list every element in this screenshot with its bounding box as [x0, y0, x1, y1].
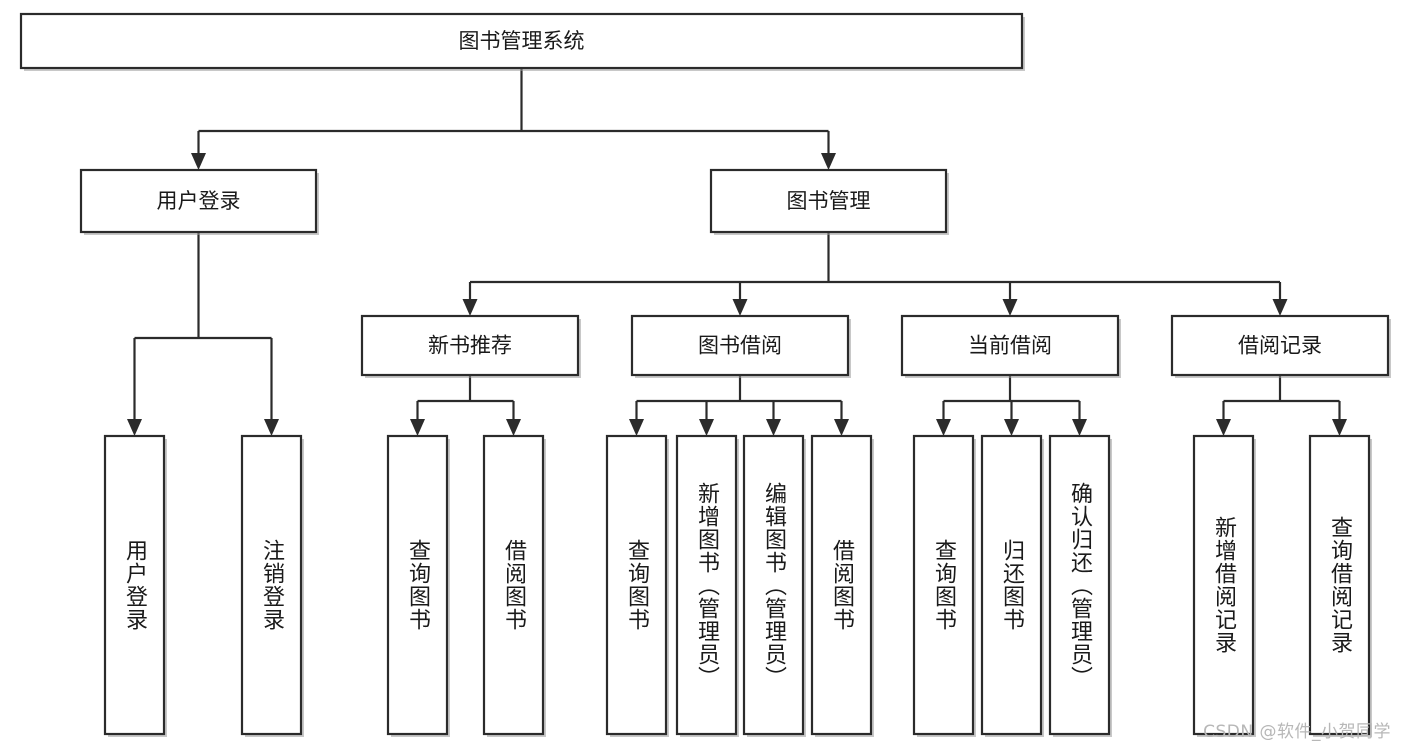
arrow-head-icon [191, 153, 206, 170]
node-box-leaf-edit-book[interactable] [742, 434, 806, 737]
node-label-book-manage: 图书管理 [787, 189, 871, 213]
node-box-leaf-borrow-book-bb[interactable] [810, 434, 874, 737]
arrow-head-icon [1332, 419, 1347, 436]
arrow-head-icon [462, 299, 478, 316]
edge-group-book-borrow [629, 375, 849, 436]
arrow-head-icon [410, 419, 425, 436]
arrow-head-icon [1216, 419, 1231, 436]
arrow-head-icon [834, 419, 849, 436]
node-label-book-borrow: 图书借阅 [698, 334, 782, 358]
arrow-head-icon [1272, 299, 1288, 316]
nodes-layer [19, 12, 1391, 737]
node-box-leaf-confirm-return[interactable] [1048, 434, 1112, 737]
node-label-user-login: 用户登录 [157, 189, 241, 213]
node-box-current-borrow[interactable] [900, 314, 1121, 378]
node-label-root: 图书管理系统 [459, 29, 585, 53]
edge-group-new-book-recommend [410, 375, 521, 436]
edge-group-book-manage [462, 232, 1288, 316]
node-box-leaf-query-book-cb[interactable] [912, 434, 976, 737]
edge-group-borrow-record [1216, 375, 1347, 436]
arrow-head-icon [127, 419, 142, 436]
arrow-head-icon [821, 153, 836, 170]
edge-group-root [191, 68, 836, 170]
arrow-head-icon [732, 299, 748, 316]
node-box-leaf-user-logout[interactable] [240, 434, 304, 737]
arrow-head-icon [699, 419, 714, 436]
node-label-current-borrow: 当前借阅 [968, 334, 1052, 358]
edge-group-current-borrow [936, 375, 1087, 436]
node-box-book-manage[interactable] [709, 168, 949, 235]
node-box-borrow-record[interactable] [1170, 314, 1391, 378]
node-box-leaf-return-book[interactable] [980, 434, 1044, 737]
node-box-leaf-query-book-rec[interactable] [386, 434, 450, 737]
node-box-leaf-add-record[interactable] [1192, 434, 1256, 737]
arrow-head-icon [1002, 299, 1018, 316]
node-label-new-book-recommend: 新书推荐 [428, 334, 512, 358]
node-box-leaf-query-book-bb[interactable] [605, 434, 669, 737]
edges-layer [127, 68, 1347, 436]
arrow-head-icon [1004, 419, 1019, 436]
edge-group-user-login [127, 232, 279, 436]
node-box-leaf-add-book[interactable] [675, 434, 739, 737]
arrow-head-icon [1072, 419, 1087, 436]
node-box-leaf-borrow-book-rec[interactable] [482, 434, 546, 737]
node-box-leaf-query-record[interactable] [1308, 434, 1372, 737]
node-box-leaf-user-login[interactable] [103, 434, 167, 737]
node-box-new-book-recommend[interactable] [360, 314, 581, 378]
arrow-head-icon [629, 419, 644, 436]
node-label-borrow-record: 借阅记录 [1238, 334, 1322, 358]
arrow-head-icon [506, 419, 521, 436]
node-box-book-borrow[interactable] [630, 314, 851, 378]
arrow-head-icon [766, 419, 781, 436]
watermark-text: CSDN @软件_小贺同学 [1203, 722, 1391, 742]
node-box-root[interactable] [19, 12, 1025, 71]
node-box-user-login[interactable] [79, 168, 319, 235]
arrow-head-icon [264, 419, 279, 436]
arrow-head-icon [936, 419, 951, 436]
